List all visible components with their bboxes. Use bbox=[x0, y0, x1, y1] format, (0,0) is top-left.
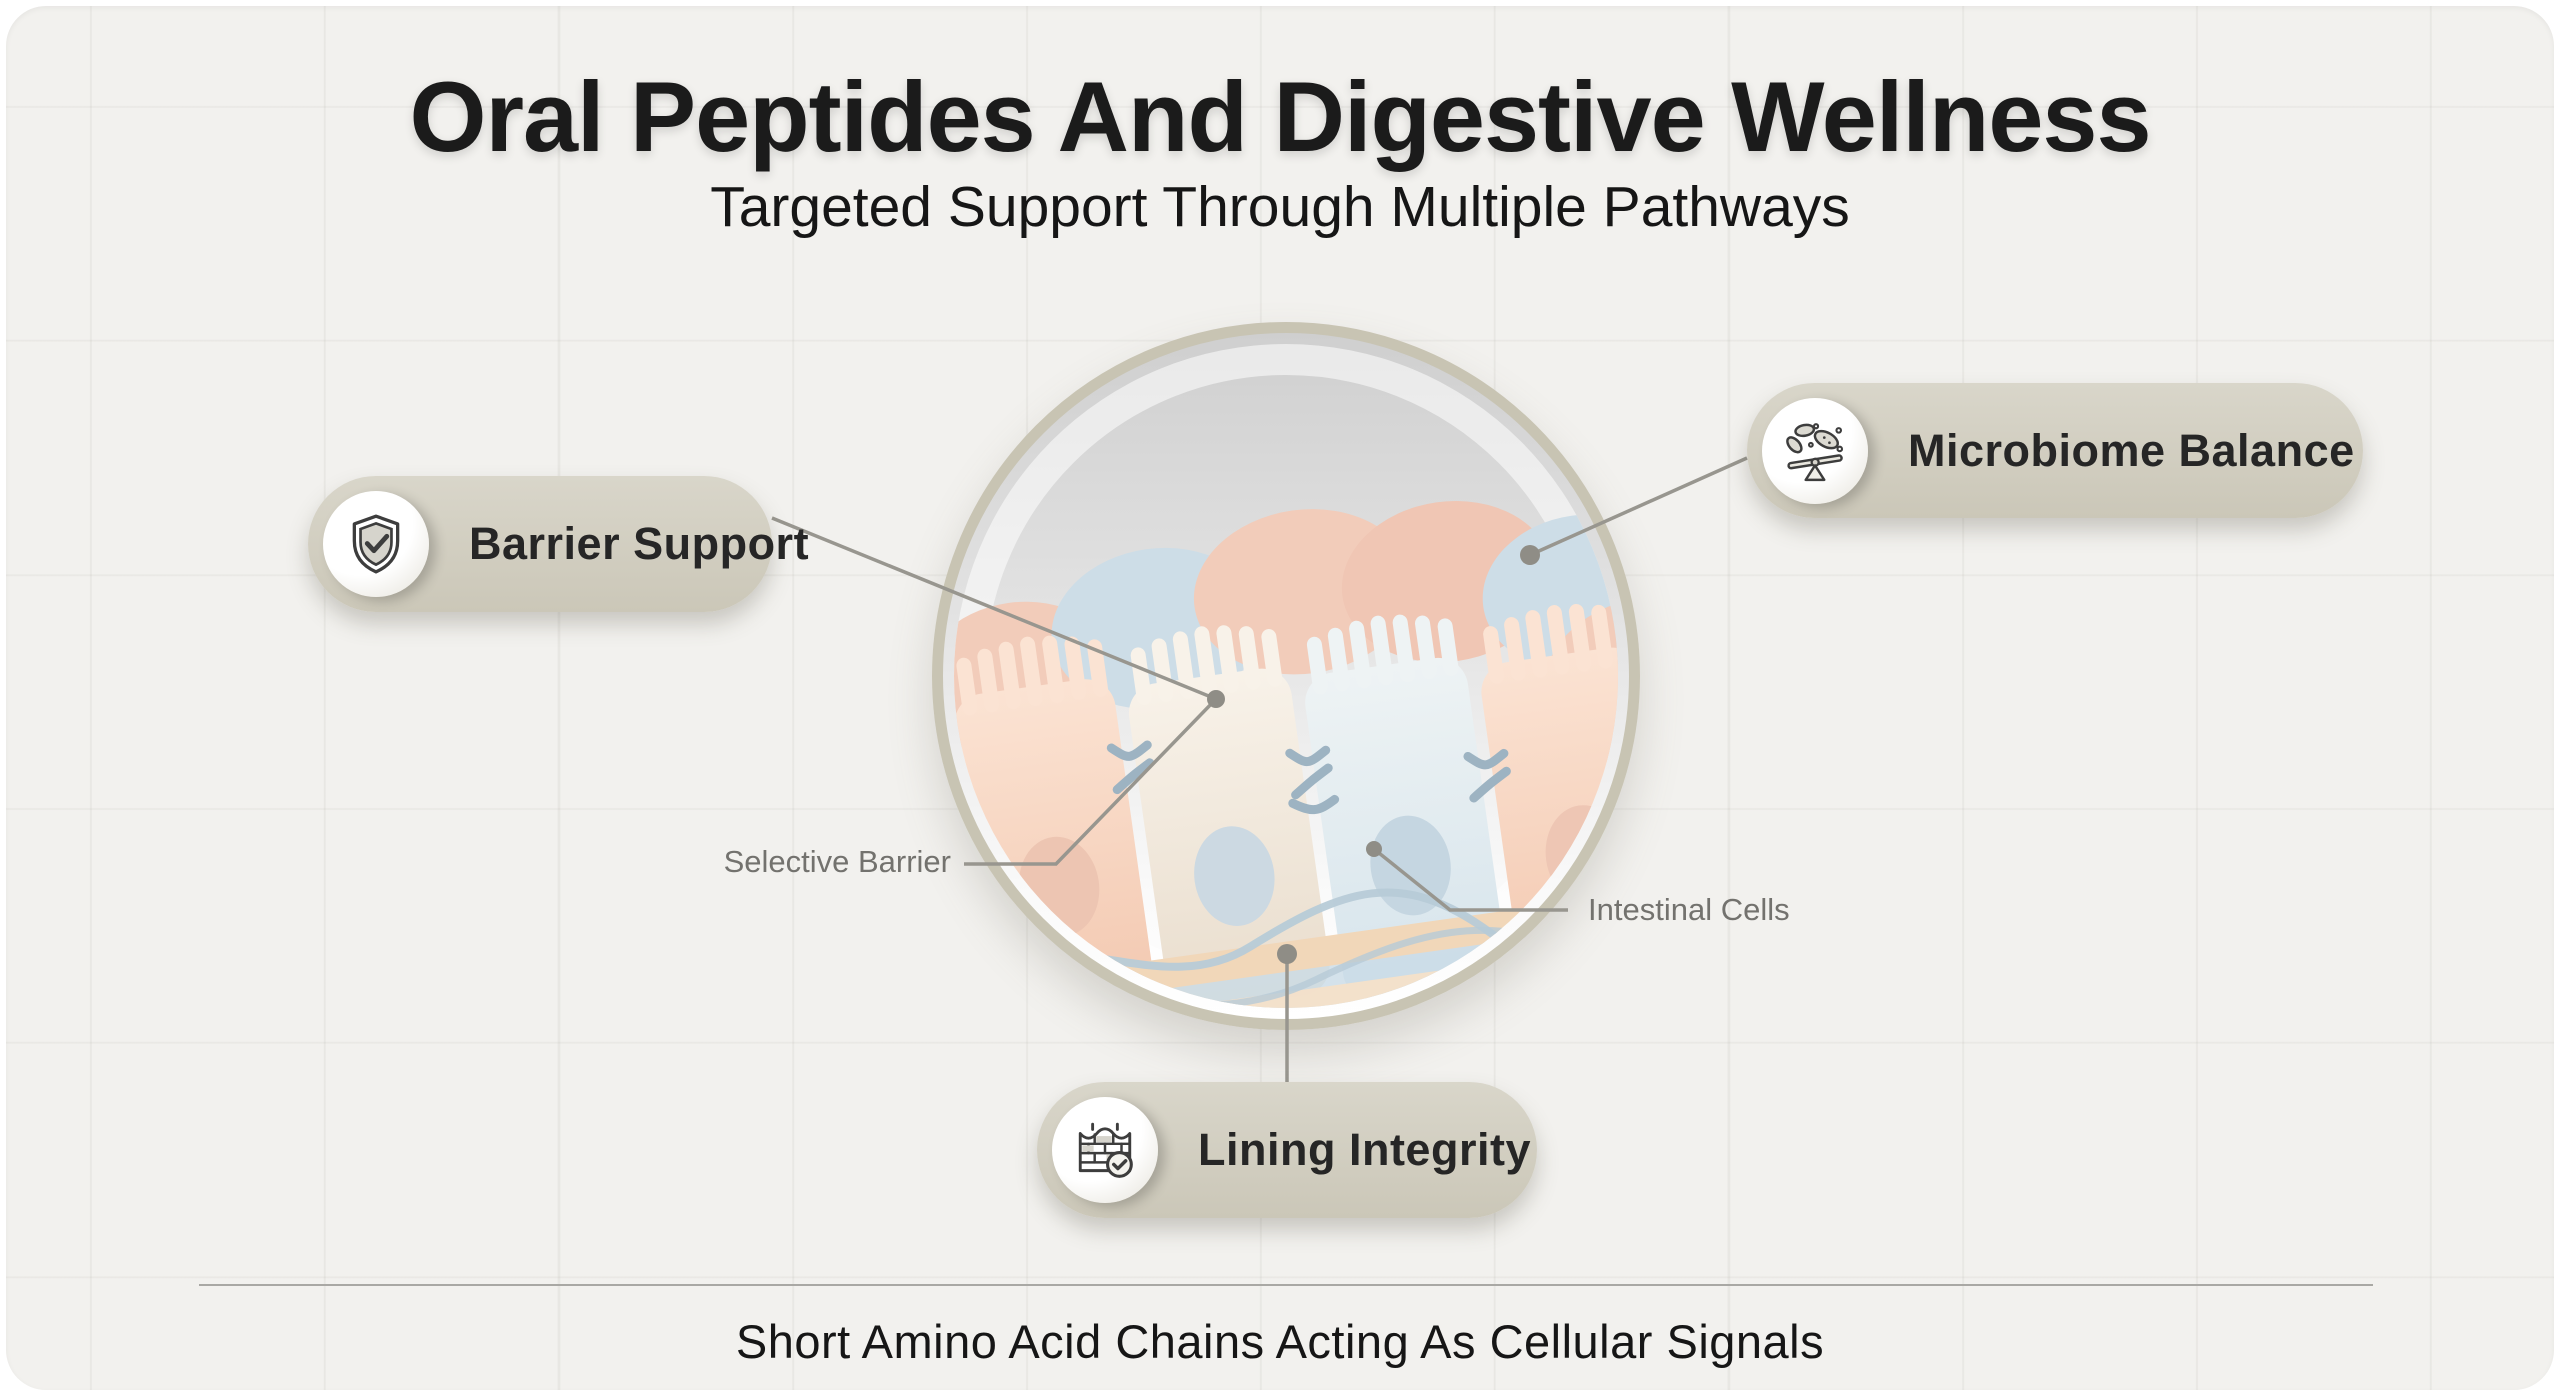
footer-caption: Short Amino Acid Chains Acting As Cellul… bbox=[735, 1315, 1825, 1368]
barrier-support-pill: Barrier Support bbox=[308, 476, 809, 612]
shield-check-icon bbox=[352, 514, 400, 574]
intestinal-cells-annotation: Intestinal Cells bbox=[1588, 892, 1790, 927]
lining-integrity-pill: Lining Integrity bbox=[1037, 1082, 1537, 1218]
lining-integrity-label: Lining Integrity bbox=[1198, 1124, 1531, 1175]
intestinal-cells-illustration bbox=[954, 344, 1618, 1008]
microbes-balance-icon bbox=[1786, 422, 1844, 481]
page-subtitle: Targeted Support Through Multiple Pathwa… bbox=[710, 175, 1850, 239]
barrier-support-icon-circle bbox=[323, 491, 429, 597]
tissue-group bbox=[954, 501, 1618, 1008]
lining-integrity-icon-circle bbox=[1052, 1097, 1158, 1203]
page-title: Oral Peptides And Digestive Wellness bbox=[409, 61, 2151, 172]
intestinal-illustration-circle bbox=[932, 322, 1640, 1030]
microbiome-balance-pill: Microbiome Balance bbox=[1747, 383, 2363, 518]
footer-divider bbox=[199, 1284, 2373, 1286]
brick-wall-check-icon bbox=[1078, 1122, 1133, 1178]
microbiome-balance-label: Microbiome Balance bbox=[1908, 424, 2355, 476]
infographic-card: Oral Peptides And Digestive Wellness Tar… bbox=[6, 6, 2554, 1390]
microbiome-balance-icon-circle bbox=[1762, 397, 1868, 504]
selective-barrier-annotation: Selective Barrier bbox=[723, 844, 951, 879]
barrier-support-label: Barrier Support bbox=[469, 518, 810, 569]
